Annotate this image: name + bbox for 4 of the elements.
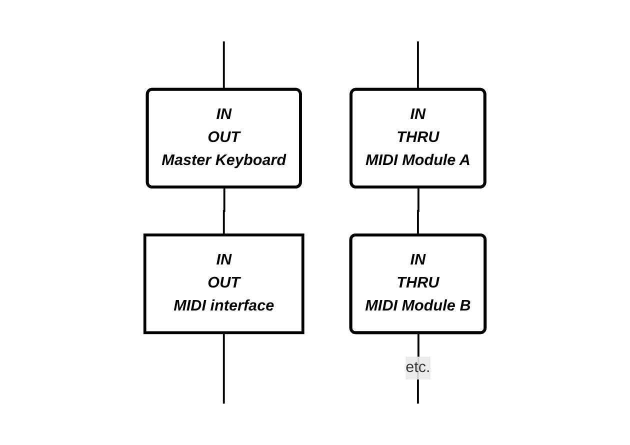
connector — [222, 332, 225, 405]
node-box: IN OUT MIDI interface — [143, 234, 304, 334]
edge-label: etc. — [406, 360, 430, 376]
connector — [222, 188, 226, 236]
